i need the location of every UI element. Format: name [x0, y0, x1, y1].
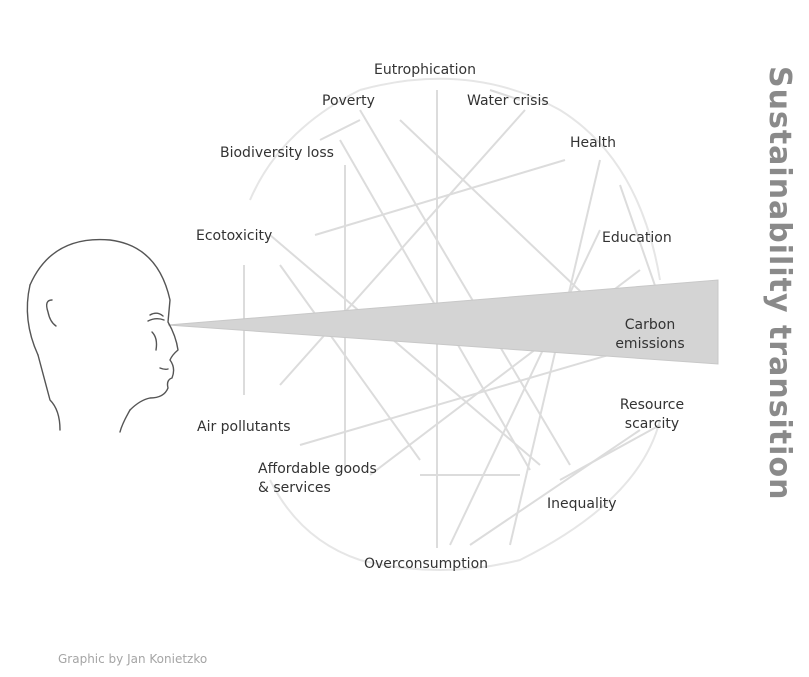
- node-water-crisis: Water crisis: [467, 93, 549, 109]
- title-text: Sustainability transition: [762, 66, 797, 501]
- node-inequality: Inequality: [547, 496, 617, 512]
- node-education: Education: [602, 230, 672, 246]
- node-air-pollutants: Air pollutants: [197, 419, 291, 435]
- outer-ring: [249, 77, 661, 571]
- human-head-profile-icon: [26, 238, 179, 433]
- node-ecotoxicity: Ecotoxicity: [196, 228, 273, 244]
- node-carbon-emissions: Carbon emissions: [615, 317, 685, 352]
- node-biodiversity-loss: Biodiversity loss: [220, 145, 334, 161]
- node-poverty: Poverty: [322, 93, 375, 109]
- node-overconsumption: Overconsumption: [364, 556, 489, 572]
- node-eutrophication: Eutrophication: [374, 62, 476, 78]
- vision-cone-icon: [167, 279, 719, 365]
- node-resource-scarcity: Resource scarcity: [619, 397, 685, 432]
- node-health: Health: [570, 135, 616, 151]
- node-affordable-goods-services: Affordable goods & services: [258, 461, 377, 496]
- credit-text: Graphic by Jan Konietzko: [58, 652, 208, 666]
- side-title: Sustainability transition: [762, 66, 802, 566]
